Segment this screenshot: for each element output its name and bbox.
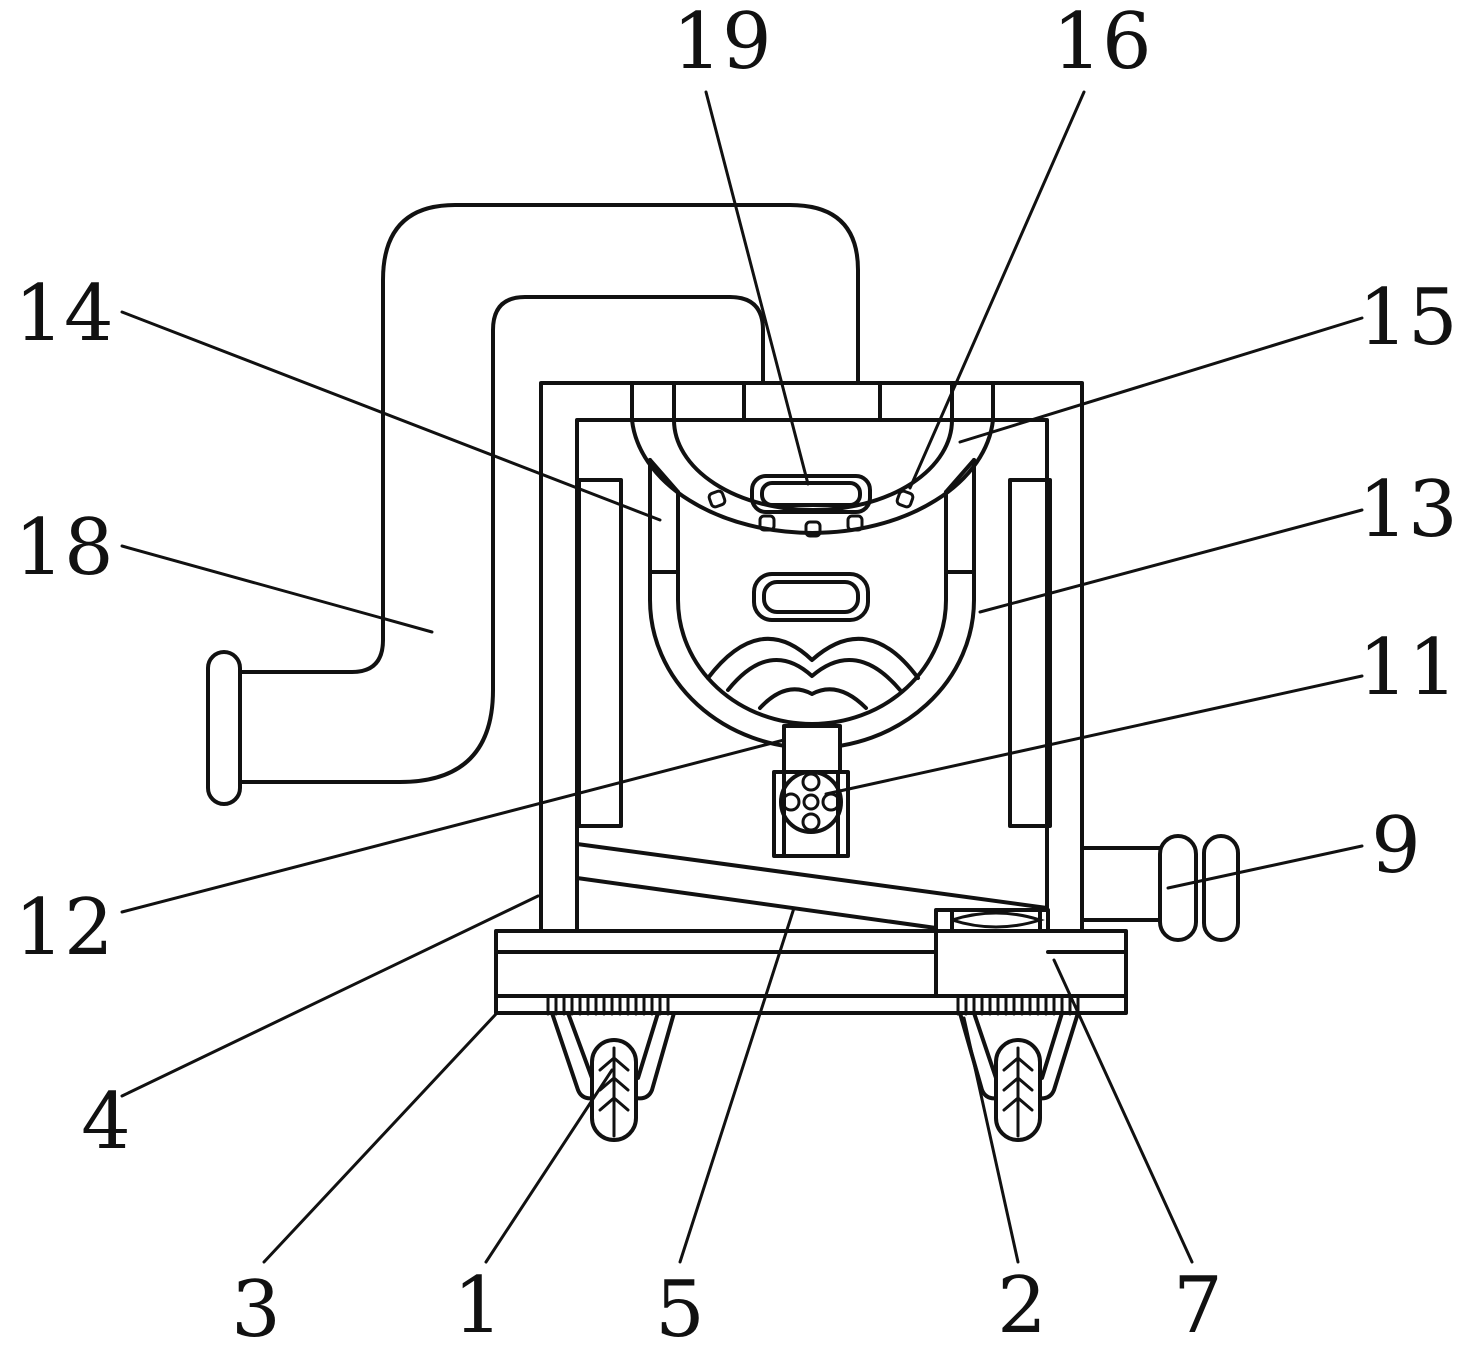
valve-wheel <box>779 770 843 834</box>
label-7: 7 <box>1173 1261 1223 1351</box>
caster-wheel-left <box>546 996 676 1142</box>
label-5: 5 <box>655 1265 705 1355</box>
label-13: 13 <box>1358 465 1457 555</box>
upper-hopper <box>630 418 995 538</box>
label-9: 9 <box>1371 801 1421 891</box>
reference-numerals: 19 16 14 15 18 13 11 9 12 4 3 1 5 2 7 <box>14 0 1457 1355</box>
label-11: 11 <box>1358 623 1457 713</box>
label-2: 2 <box>997 1261 1047 1351</box>
label-19: 19 <box>672 0 771 87</box>
spray-nozzle <box>895 489 915 509</box>
label-15: 15 <box>1358 273 1457 363</box>
label-14: 14 <box>14 269 113 359</box>
inclined-plate <box>575 842 1049 910</box>
right-guide-rail <box>1008 478 1052 828</box>
discharge-pipe <box>206 203 860 806</box>
spray-nozzle <box>707 489 727 509</box>
inspection-window <box>752 572 870 622</box>
label-4: 4 <box>81 1077 131 1167</box>
caster-wheel-right <box>956 996 1080 1142</box>
side-outlet <box>1080 834 1240 942</box>
label-3: 3 <box>231 1265 281 1355</box>
left-guide-rail <box>577 478 623 828</box>
spray-nozzle <box>804 520 822 538</box>
label-16: 16 <box>1052 0 1151 87</box>
outlet-valve <box>772 724 850 858</box>
leader-lines <box>120 90 1364 1264</box>
inspection-window-top <box>750 474 872 514</box>
label-1: 1 <box>453 1261 503 1351</box>
label-18: 18 <box>14 503 113 593</box>
label-12: 12 <box>14 883 113 973</box>
inclined-plate <box>575 876 938 930</box>
base-plate <box>494 929 1128 1015</box>
pipe-flange <box>206 650 242 806</box>
spray-nozzle <box>846 514 864 532</box>
spray-nozzle <box>758 514 776 532</box>
